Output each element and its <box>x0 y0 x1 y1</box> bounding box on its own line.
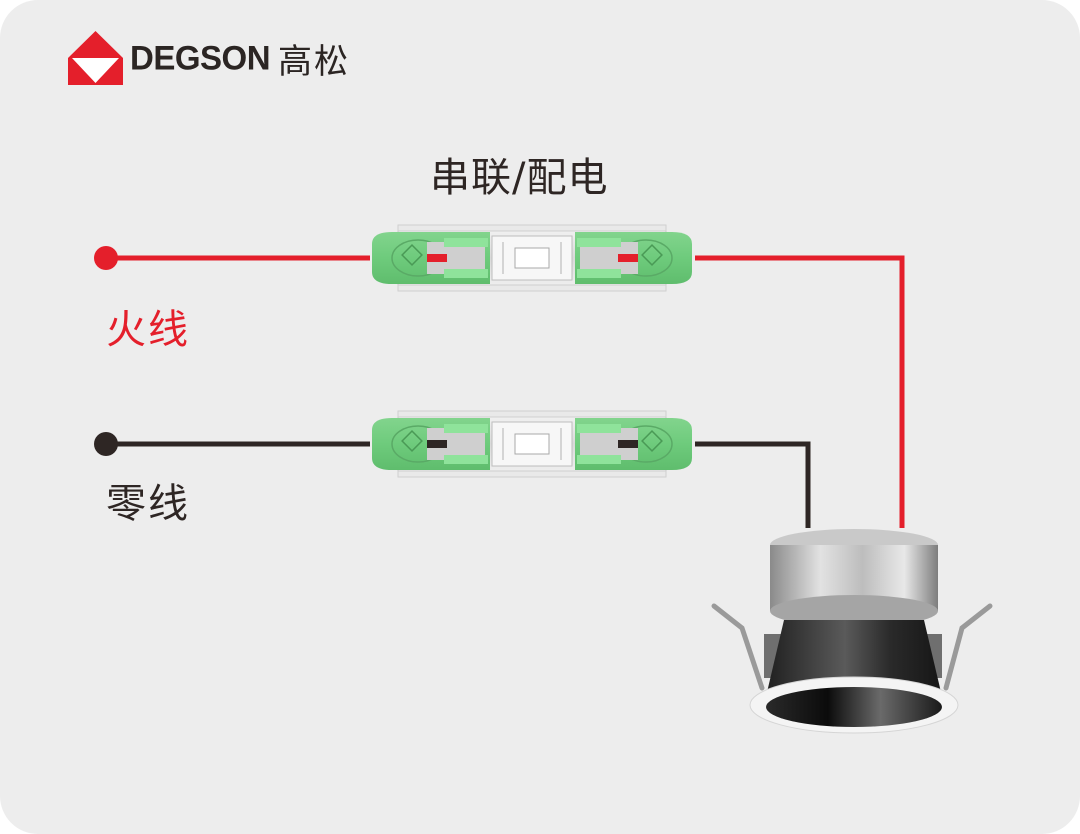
neutral-wire-out <box>695 441 811 528</box>
neutral-wire-label: 零线 <box>106 481 190 527</box>
live-wire-out <box>695 255 905 528</box>
diagram-title: 串联/配电 <box>430 155 609 201</box>
live-wire-label: 火线 <box>106 307 190 353</box>
recessed-downlight-icon <box>711 529 993 734</box>
neutral-wire <box>94 432 811 528</box>
brand-logo: DEGSON 高松 <box>68 30 350 86</box>
brand-name-cn: 高松 <box>278 41 351 82</box>
brand-name-en: DEGSON <box>130 38 271 77</box>
diamond-mark-icon <box>401 430 423 452</box>
connector-live <box>372 224 692 292</box>
connector-neutral <box>372 410 692 478</box>
diamond-mark-icon <box>401 244 423 266</box>
live-wire <box>94 246 905 528</box>
diamond-mark-icon <box>641 244 663 266</box>
house-triangle-logo-icon <box>68 31 123 85</box>
diamond-mark-icon <box>641 430 663 452</box>
